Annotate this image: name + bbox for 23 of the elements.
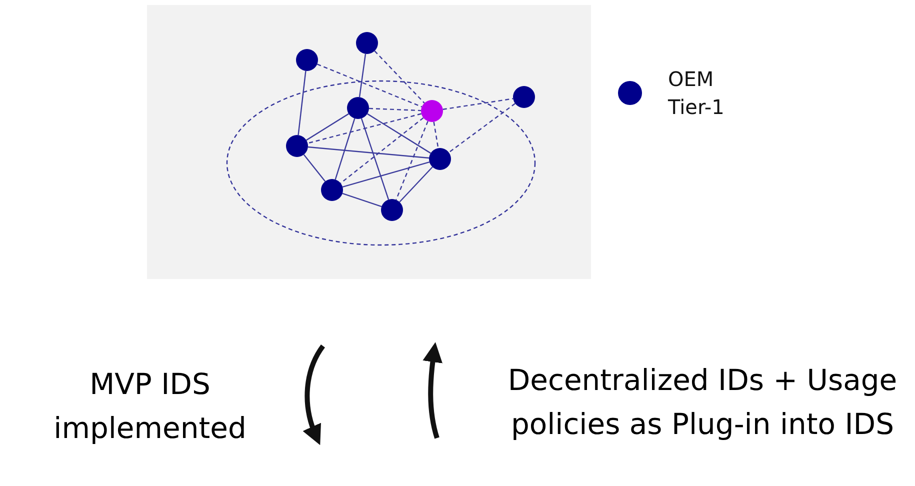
note-text: Decentralized IDs + Usage policies as Plug-in into IDS bbox=[506, 362, 898, 443]
dashed-connector bbox=[340, 117, 424, 184]
dashed-connector bbox=[442, 98, 514, 110]
dashed-connector bbox=[308, 113, 422, 144]
connector bbox=[306, 113, 349, 141]
note-text: MVP IDS implemented bbox=[52, 366, 248, 447]
connector bbox=[358, 54, 366, 98]
dashed-connector bbox=[316, 64, 422, 108]
connector bbox=[303, 154, 326, 182]
connector bbox=[298, 70, 306, 136]
dashed-connector bbox=[396, 120, 428, 200]
connector bbox=[308, 146, 430, 159]
connector bbox=[367, 113, 431, 154]
connector bbox=[334, 118, 356, 180]
dashed-connector bbox=[433, 122, 439, 148]
dashed-connector bbox=[368, 108, 422, 112]
dashed-connector bbox=[374, 50, 425, 104]
dashed-connector bbox=[448, 103, 516, 153]
legend-label: OEM Tier-1 bbox=[668, 66, 726, 121]
connector bbox=[342, 161, 430, 188]
connector bbox=[360, 118, 390, 200]
connector bbox=[342, 192, 382, 208]
connector bbox=[399, 166, 433, 202]
